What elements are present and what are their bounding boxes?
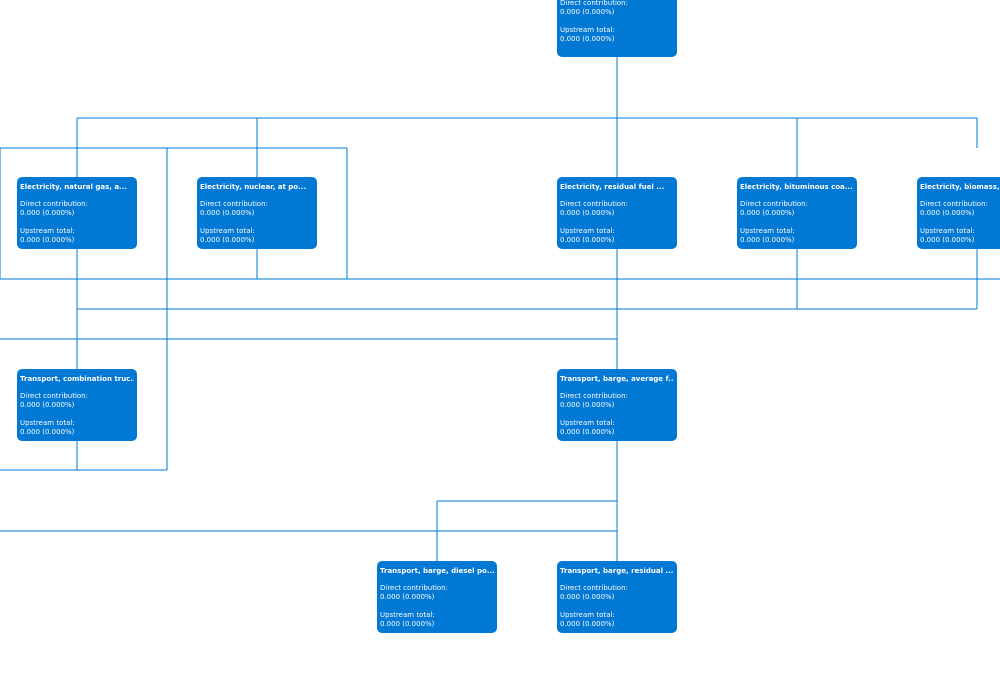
upstream-total-label: Upstream total: [380,611,435,619]
upstream-total-label: Upstream total: [920,227,975,235]
direct-contribution-value: 0.000 (0.000%) [560,8,615,16]
upstream-total-value: 0.000 (0.000%) [560,620,615,628]
upstream-total-value: 0.000 (0.000%) [380,620,435,628]
process-node-transport-barge-diesel[interactable]: Transport, barge, diesel po... Direct co… [377,561,497,633]
process-node-title: Electricity, natural gas, a... [20,183,128,191]
process-node-title: Transport, combination truc... [20,375,134,383]
process-node-transport-combination-truck[interactable]: Transport, combination truc... Direct co… [17,369,137,441]
process-node-transport-barge-average-fuel[interactable]: Transport, barge, average f... Direct co… [557,369,677,441]
process-node-title: Electricity, nuclear, at po... [200,183,307,191]
direct-contribution-label: Direct contribution: [20,392,88,400]
direct-contribution-value: 0.000 (0.000%) [560,209,615,217]
direct-contribution-label: Direct contribution: [380,584,448,592]
process-node-transport-barge-residual[interactable]: Transport, barge, residual ... Direct co… [557,561,677,633]
process-node-electricity-bituminous-coal[interactable]: Electricity, bituminous coa... Direct co… [737,177,857,249]
upstream-total-value: 0.000 (0.000%) [920,236,975,244]
upstream-total-label: Upstream total: [560,26,615,34]
upstream-total-value: 0.000 (0.000%) [560,35,615,43]
process-node-title: Electricity, biomass, at [920,183,1000,191]
process-node-title: Transport, barge, average f... [560,375,674,383]
process-node-title: Electricity, residual fuel ... [560,183,665,191]
direct-contribution-label: Direct contribution: [560,584,628,592]
process-node-title: Transport, barge, diesel po... [380,567,494,575]
process-node-title: Electricity, bituminous coa... [740,183,853,191]
process-node-electricity-residual-fuel[interactable]: Electricity, residual fuel ... Direct co… [557,177,677,249]
upstream-total-value: 0.000 (0.000%) [20,236,75,244]
process-node-electricity-natural-gas[interactable]: Electricity, natural gas, a... Direct co… [17,177,137,249]
direct-contribution-label: Direct contribution: [200,200,268,208]
direct-contribution-value: 0.000 (0.000%) [920,209,975,217]
direct-contribution-value: 0.000 (0.000%) [740,209,795,217]
upstream-total-label: Upstream total: [560,611,615,619]
direct-contribution-value: 0.000 (0.000%) [380,593,435,601]
process-node-electricity-biomass[interactable]: Electricity, biomass, at Direct contribu… [917,177,1000,249]
upstream-total-value: 0.000 (0.000%) [740,236,795,244]
upstream-total-label: Upstream total: [200,227,255,235]
direct-contribution-label: Direct contribution: [560,200,628,208]
process-node-title: Transport, barge, residual ... [560,567,674,575]
upstream-total-label: Upstream total: [20,419,75,427]
direct-contribution-label: Direct contribution: [920,200,988,208]
direct-contribution-label: Direct contribution: [560,392,628,400]
process-node-root[interactable]: Direct contribution: 0.000 (0.000%) Upst… [557,0,677,57]
direct-contribution-value: 0.000 (0.000%) [20,209,75,217]
upstream-total-label: Upstream total: [740,227,795,235]
upstream-total-value: 0.000 (0.000%) [200,236,255,244]
upstream-total-value: 0.000 (0.000%) [20,428,75,436]
upstream-total-value: 0.000 (0.000%) [560,428,615,436]
process-node-electricity-nuclear[interactable]: Electricity, nuclear, at po... Direct co… [197,177,317,249]
direct-contribution-value: 0.000 (0.000%) [20,401,75,409]
direct-contribution-label: Direct contribution: [20,200,88,208]
direct-contribution-value: 0.000 (0.000%) [560,593,615,601]
direct-contribution-value: 0.000 (0.000%) [560,401,615,409]
direct-contribution-label: Direct contribution: [740,200,808,208]
upstream-total-label: Upstream total: [20,227,75,235]
direct-contribution-value: 0.000 (0.000%) [200,209,255,217]
upstream-total-label: Upstream total: [560,227,615,235]
upstream-total-value: 0.000 (0.000%) [560,236,615,244]
direct-contribution-label: Direct contribution: [560,0,628,7]
upstream-total-label: Upstream total: [560,419,615,427]
